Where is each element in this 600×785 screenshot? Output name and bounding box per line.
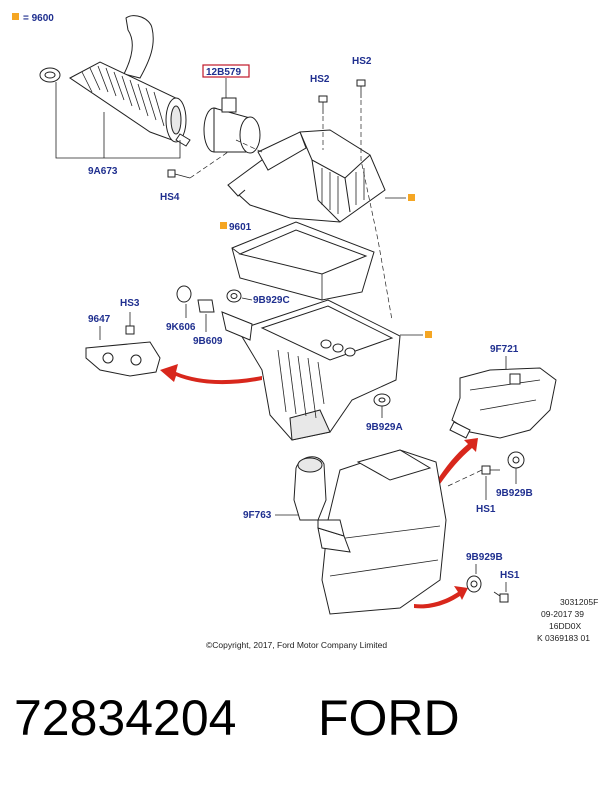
- label-HS1-bottom: HS1: [500, 570, 520, 581]
- label-HS4: HS4: [160, 192, 180, 203]
- air-filter: [231, 221, 375, 301]
- label-9B929C: 9B929C: [253, 295, 290, 306]
- grommet-9B929A: [373, 393, 391, 407]
- label-9A673: 9A673: [88, 166, 118, 177]
- maf-sensor: [203, 97, 261, 154]
- label-9F763: 9F763: [243, 510, 272, 521]
- screw-HS1-bottom: [493, 591, 509, 603]
- label-9647: 9647: [88, 314, 111, 325]
- screw-HS4: [167, 169, 191, 179]
- ref-line-1: 3031205F: [560, 597, 598, 607]
- marker-9600-a: [408, 194, 415, 201]
- label-HS3: HS3: [120, 298, 140, 309]
- label-HS2-left: HS2: [310, 74, 330, 85]
- screw-HS2-right: [356, 79, 366, 98]
- grommet-9B929B-bottom: [466, 575, 482, 593]
- arrow-left: [160, 364, 262, 385]
- grommet-9B929C: [226, 289, 242, 303]
- legend-marker: [12, 13, 19, 20]
- resonator-9F763: [293, 449, 447, 615]
- air-box-lower: [221, 299, 401, 441]
- arrow-right-up: [436, 438, 478, 484]
- label-9F721: 9F721: [490, 344, 519, 355]
- label-9B929A: 9B929A: [366, 422, 403, 433]
- label-9B609: 9B609: [193, 336, 223, 347]
- highlight-12B579: [202, 64, 250, 78]
- label-HS2-right: HS2: [352, 56, 372, 67]
- copyright: ©Copyright, 2017, Ford Motor Company Lim…: [206, 640, 387, 650]
- air-box-cover: [227, 129, 386, 223]
- ref-line-4: K 0369183 01: [537, 633, 590, 643]
- intake-hose: [39, 15, 191, 147]
- marker-9600-b: [425, 331, 432, 338]
- legend-code: = 9600: [23, 13, 54, 24]
- bracket-9647: [85, 341, 161, 377]
- label-HS1-top: HS1: [476, 504, 496, 515]
- brand-name: FORD: [318, 690, 460, 746]
- label-12B579: 12B579: [206, 67, 241, 78]
- screw-HS1-top: [481, 465, 500, 475]
- parts-diagram: = 9600 9A673 12B579: [12, 13, 598, 650]
- bracket-9B609: [197, 299, 215, 313]
- screw-HS2-left: [318, 95, 328, 114]
- label-9601: 9601: [229, 222, 252, 233]
- label-9B929B-bottom: 9B929B: [466, 552, 503, 563]
- marker-9601: [220, 222, 227, 229]
- screw-HS3: [125, 312, 135, 335]
- label-9K606: 9K606: [166, 322, 196, 333]
- grommet-9B929B-top: [507, 451, 525, 469]
- ref-line-3: 16DD0X: [549, 621, 581, 631]
- ref-line-2: 09-2017 39: [541, 609, 584, 619]
- arrow-right-down: [414, 586, 468, 609]
- grommet-9K606: [176, 285, 192, 303]
- duct-9F721: [449, 367, 557, 439]
- label-9B929B-top: 9B929B: [496, 488, 533, 499]
- part-number: 72834204: [14, 690, 237, 746]
